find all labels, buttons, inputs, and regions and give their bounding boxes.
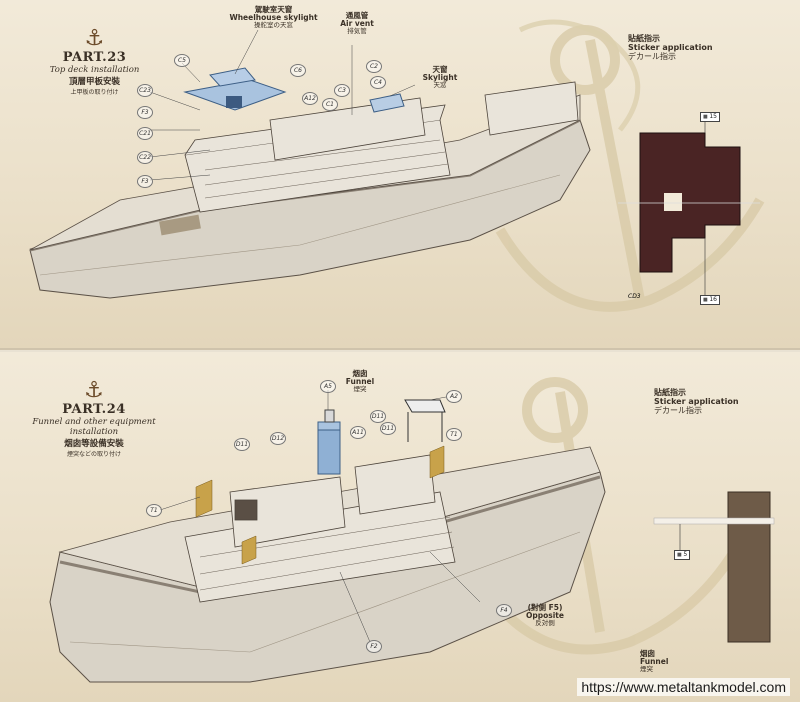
anchor-icon: ⚓ bbox=[84, 26, 105, 51]
callout-en: Funnel bbox=[345, 376, 375, 386]
rope-decoration bbox=[518, 19, 641, 132]
part-code: F3 bbox=[137, 106, 153, 119]
part-23-subtitle-zh: 頂層甲板安裝 bbox=[68, 77, 120, 87]
sticker-label: CD3 bbox=[628, 293, 641, 300]
leader-lines bbox=[149, 29, 416, 181]
part-23-title: PART.23 bbox=[62, 50, 127, 65]
part-code: F4 bbox=[496, 604, 512, 617]
part-code: A5 bbox=[320, 380, 336, 393]
sticker-heading-24: 貼紙指示 Sticker application デカール指示 bbox=[654, 388, 739, 416]
part-23-subtitle-jp: 上甲板の取り付け bbox=[70, 89, 119, 96]
part-code: C21 bbox=[137, 127, 153, 140]
callout-wheelhouse-skylight: 駕駛室天窗 Wheelhouse skylight 操舵室の天窓 bbox=[226, 6, 321, 29]
funnel-part bbox=[317, 409, 341, 475]
sticker-zh: 貼紙指示 bbox=[628, 34, 660, 43]
callout-zh: 駕駛室天窗 bbox=[254, 5, 293, 14]
part-code: C22 bbox=[137, 151, 153, 164]
callout-zh: 烟囱 bbox=[352, 369, 368, 378]
part-code: C3 bbox=[334, 84, 350, 97]
sticker-heading-23: 貼紙指示 Sticker application デカール指示 bbox=[628, 34, 713, 62]
website-watermark: https://www.metaltankmodel.com bbox=[577, 678, 790, 696]
anchor-decoration bbox=[495, 25, 765, 312]
funnel-sticker bbox=[653, 491, 775, 643]
part-24-subtitle-en: Funnel and other equipment installation bbox=[32, 417, 156, 437]
callout-en: Skylight bbox=[422, 72, 458, 82]
callout-skylight: 天窗 Skylight 天窓 bbox=[418, 66, 462, 89]
part-code: C2 bbox=[366, 60, 382, 73]
callout-funnel: 烟囱 Funnel 煙突 bbox=[340, 370, 380, 393]
callout-zh: (對側 F5) bbox=[510, 604, 580, 612]
callout-jp: 煙突 bbox=[353, 384, 367, 393]
callout-en: Wheelhouse skylight bbox=[229, 12, 318, 22]
callout-zh: 天窗 bbox=[432, 65, 448, 74]
callout-jp: 反対側 bbox=[535, 618, 555, 627]
callout-jp: 天窓 bbox=[433, 80, 447, 89]
callout-jp: 排気管 bbox=[347, 26, 367, 35]
opposite-close: ) bbox=[558, 603, 563, 612]
superstructure bbox=[184, 454, 456, 603]
callout-air-vent: 通風管 Air vent 排気管 bbox=[332, 12, 382, 35]
sticker-sheet-cd3 bbox=[618, 122, 760, 295]
part-23-illustration bbox=[29, 19, 765, 312]
callout-jp: 煙突 bbox=[640, 664, 653, 673]
sticker-zh: 貼紙指示 bbox=[654, 388, 686, 397]
part-23-heading: ⚓ PART.23 Top deck installation 頂層甲板安裝 上… bbox=[42, 26, 147, 97]
part-code: D12 bbox=[270, 432, 286, 445]
anchor-icon: ⚓ bbox=[84, 378, 104, 403]
sticker-jp: デカール指示 bbox=[628, 52, 676, 62]
part-code: D11 bbox=[370, 410, 386, 423]
part-code: A12 bbox=[302, 92, 318, 105]
callout-en: Air vent bbox=[340, 18, 374, 28]
part-code: C23 bbox=[137, 84, 153, 97]
page-part-24: ⚓ PART.24 Funnel and other equipment ins… bbox=[0, 352, 800, 702]
ladder-parts bbox=[195, 445, 445, 565]
part-code: C5 bbox=[174, 54, 190, 67]
part-code: C6 bbox=[290, 64, 306, 77]
part-code: C4 bbox=[370, 76, 386, 89]
part-code: D11 bbox=[234, 438, 250, 451]
funnel-sticker-label: 烟囱 Funnel 煙突 bbox=[640, 650, 690, 673]
opposite-zh: (對側 bbox=[527, 603, 547, 612]
part-24-subtitle-zh: 烟囱等設備安裝 bbox=[64, 439, 124, 449]
callout-zh: 烟囱 bbox=[640, 649, 655, 658]
part-24-title: PART.24 bbox=[62, 402, 126, 417]
callout-en: Funnel bbox=[640, 656, 669, 666]
sticker-en: Sticker application bbox=[628, 43, 713, 53]
wheelhouse-skylight-part bbox=[183, 67, 287, 111]
part-code: D11 bbox=[380, 422, 396, 435]
part-24-heading: ⚓ PART.24 Funnel and other equipment ins… bbox=[24, 378, 164, 459]
sticker-en: Sticker application bbox=[654, 397, 739, 407]
callout-zh: 通風管 bbox=[345, 11, 369, 20]
part-code: C1 bbox=[322, 98, 338, 111]
sticker-tag: 15 bbox=[700, 112, 720, 122]
part-24-subtitle-jp: 煙突などの取り付け bbox=[66, 451, 121, 458]
opposite-code: F5 bbox=[548, 603, 559, 612]
sticker-jp: デカール指示 bbox=[654, 406, 702, 416]
part-24-illustration bbox=[49, 377, 775, 683]
part-code: A2 bbox=[446, 390, 462, 403]
sticker-tag: 16 bbox=[700, 295, 720, 305]
sticker-tag: 5 bbox=[674, 550, 691, 560]
part-23-subtitle-en: Top deck installation bbox=[49, 65, 140, 75]
part-code: F3 bbox=[137, 175, 153, 188]
callout-en: Opposite bbox=[526, 610, 564, 620]
page-part-23: ⚓ PART.23 Top deck installation 頂層甲板安裝 上… bbox=[0, 0, 800, 350]
part-code: T1 bbox=[446, 428, 462, 441]
part-code: F2 bbox=[366, 640, 382, 653]
leader-lines bbox=[159, 390, 481, 643]
part-code: A11 bbox=[350, 426, 366, 439]
callout-jp: 操舵室の天窓 bbox=[254, 20, 293, 29]
part-code: T1 bbox=[146, 504, 162, 517]
superstructure bbox=[184, 81, 579, 213]
callout-opposite: (對側 F5) Opposite 反対側 bbox=[510, 604, 580, 627]
a2-part bbox=[404, 399, 446, 442]
